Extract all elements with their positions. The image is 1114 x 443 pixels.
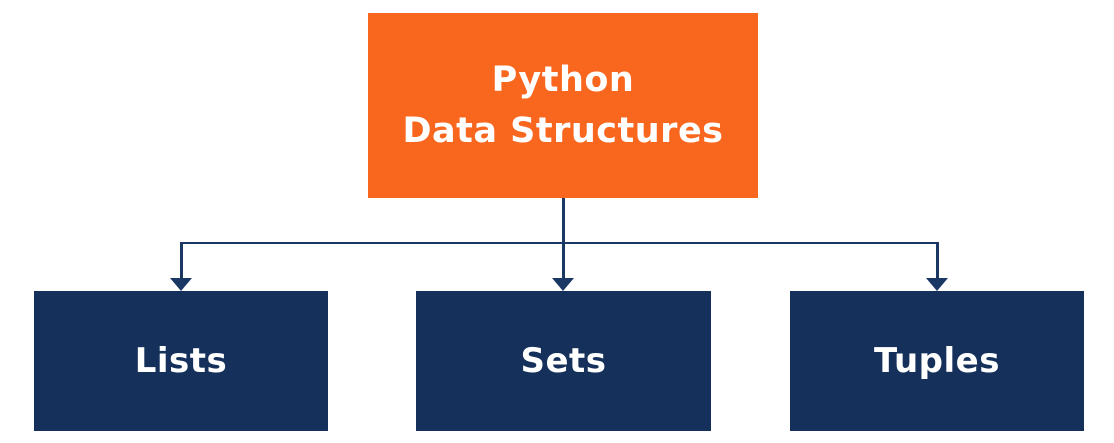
arrow-down-icon (170, 278, 192, 291)
node-label: Lists (134, 341, 228, 381)
connector-left-drop-line (180, 242, 183, 279)
node-label: Sets (520, 341, 607, 381)
connector-horizontal-line (180, 242, 939, 244)
root-label-line2: Data Structures (402, 110, 724, 151)
connector-right-drop-line (936, 242, 939, 279)
node-sets: Sets (416, 291, 711, 431)
node-label: Tuples (874, 341, 1000, 381)
arrow-down-icon (552, 278, 574, 291)
connector-stem-line (562, 198, 565, 279)
node-python-data-structures: Python Data Structures (368, 13, 758, 198)
arrow-down-icon (926, 278, 948, 291)
root-label-line1: Python (491, 59, 635, 100)
node-tuples: Tuples (790, 291, 1084, 431)
node-lists: Lists (34, 291, 328, 431)
